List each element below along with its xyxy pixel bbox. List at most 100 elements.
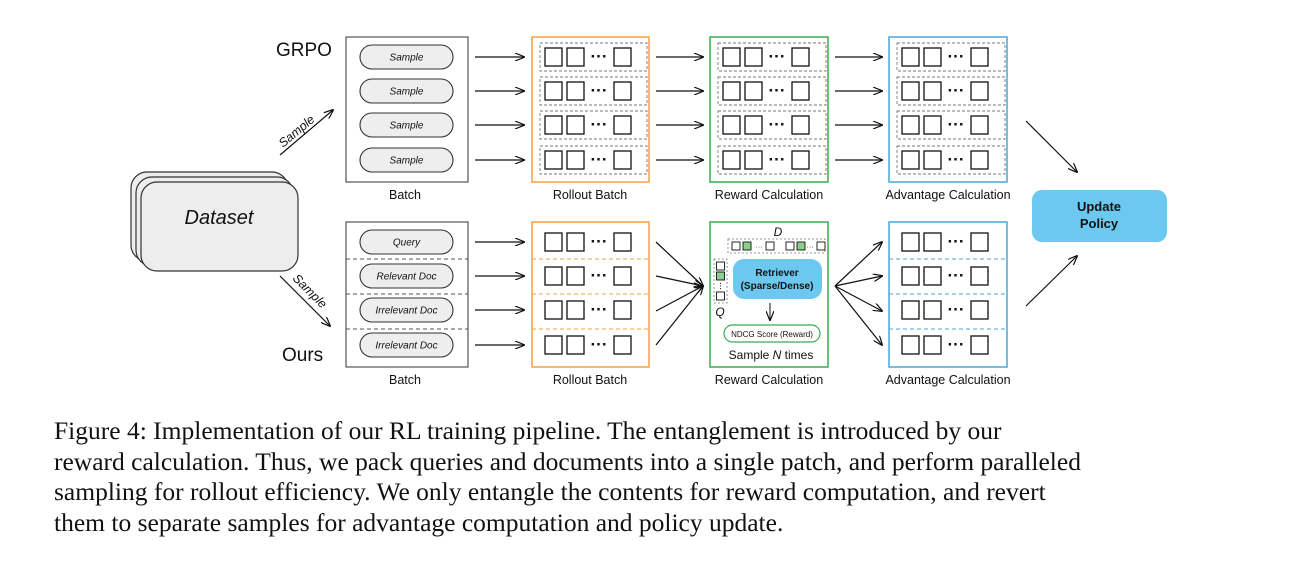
cell-square xyxy=(901,300,920,320)
cell-square xyxy=(970,81,989,101)
cell-row-border xyxy=(717,145,827,175)
cell-ellipsis: ··· xyxy=(948,81,965,100)
top-to-policy-arrow xyxy=(1025,120,1077,172)
d-ellipsis: ··· xyxy=(756,244,763,251)
top-advantage-label: Advantage Calculation xyxy=(885,188,1010,202)
bottom-advantage-cells: ············ xyxy=(901,232,989,355)
fan-in-arrow xyxy=(655,275,703,286)
retriever-line1: Retriever xyxy=(755,268,798,279)
cell-square xyxy=(744,115,763,135)
cell-square xyxy=(923,81,942,101)
cell-square xyxy=(923,335,942,355)
caption-line-1: Figure 4: Implementation of our RL train… xyxy=(54,416,1002,445)
dataset-label: Dataset xyxy=(185,207,255,229)
fan-out-arrow xyxy=(834,276,882,287)
fan-arrows xyxy=(655,241,882,346)
cell-square xyxy=(901,150,920,170)
update-policy-box xyxy=(1032,190,1167,242)
d-cell xyxy=(816,241,826,251)
cell-square xyxy=(970,150,989,170)
cell-square xyxy=(791,115,810,135)
cell-square xyxy=(901,81,920,101)
cell-square xyxy=(544,300,563,320)
cell-square xyxy=(791,81,810,101)
grpo-label: GRPO xyxy=(276,40,332,61)
cell-square xyxy=(923,232,942,252)
d-ellipsis: ··· xyxy=(807,244,814,251)
batch-pill-label: Sample xyxy=(390,121,424,132)
cell-square xyxy=(566,335,585,355)
cell-square xyxy=(566,47,585,67)
cell-square xyxy=(722,47,741,67)
cell-square xyxy=(566,81,585,101)
top-reward-label: Reward Calculation xyxy=(715,188,823,202)
cell-square xyxy=(544,335,563,355)
cell-ellipsis: ··· xyxy=(591,232,608,251)
update-policy-line1: Update xyxy=(1077,199,1121,214)
cell-ellipsis: ··· xyxy=(769,81,786,100)
cell-row-border xyxy=(896,42,1006,72)
cell-square xyxy=(970,266,989,286)
d-cell xyxy=(785,241,795,251)
cell-row-border xyxy=(539,145,648,175)
cell-ellipsis: ··· xyxy=(948,300,965,319)
cell-square xyxy=(613,300,632,320)
caption-line-4: them to separate samples for advantage c… xyxy=(54,507,784,537)
cell-ellipsis: ··· xyxy=(591,300,608,319)
cell-square xyxy=(613,335,632,355)
cell-square xyxy=(970,232,989,252)
retriever-line2: (Sparse/Dense) xyxy=(741,281,814,292)
cell-square xyxy=(566,300,585,320)
batch-pill-label: Query xyxy=(393,238,421,249)
cell-square xyxy=(613,47,632,67)
cell-row-border xyxy=(717,76,827,106)
q-cell xyxy=(716,261,725,271)
top-arrows xyxy=(475,57,882,160)
fan-out-arrow xyxy=(834,285,882,345)
cell-ellipsis: ··· xyxy=(948,335,965,354)
cell-square xyxy=(722,81,741,101)
sample-top-label: Sample xyxy=(276,112,318,150)
batch-pill xyxy=(359,44,454,70)
query-strip xyxy=(713,258,728,304)
cell-ellipsis: ··· xyxy=(591,266,608,285)
sample-arrow-bottom xyxy=(279,275,330,326)
fan-in-arrow xyxy=(655,241,703,286)
cell-square xyxy=(923,150,942,170)
cell-square xyxy=(791,150,810,170)
cell-square xyxy=(744,150,763,170)
cell-square xyxy=(901,266,920,286)
cell-ellipsis: ··· xyxy=(591,81,608,100)
batch-pill-label: Sample xyxy=(390,53,424,64)
fan-in-arrow xyxy=(655,286,703,312)
cell-square xyxy=(544,47,563,67)
bottom-batch-label: Batch xyxy=(389,373,421,387)
fan-in-arrow xyxy=(655,286,703,346)
cell-square xyxy=(970,115,989,135)
cell-ellipsis: ··· xyxy=(948,232,965,251)
pipeline-diagram: GRPO Ours Dataset Sample Sample SampleSa… xyxy=(130,36,1167,387)
top-batch-label: Batch xyxy=(389,188,421,202)
top-rollout-cells: ············ xyxy=(539,42,648,175)
cell-square xyxy=(923,266,942,286)
ndcg-pill xyxy=(723,324,821,343)
cell-ellipsis: ··· xyxy=(769,47,786,66)
d-label: D xyxy=(774,225,783,239)
cell-square xyxy=(566,115,585,135)
cell-square xyxy=(744,47,763,67)
cell-ellipsis: ··· xyxy=(948,150,965,169)
cell-ellipsis: ··· xyxy=(769,115,786,134)
cell-square xyxy=(613,115,632,135)
d-cell xyxy=(742,241,752,251)
cell-square xyxy=(923,300,942,320)
cell-row-border xyxy=(539,42,648,72)
cell-row-border xyxy=(539,76,648,106)
cell-row-border xyxy=(717,42,827,72)
cell-square xyxy=(722,150,741,170)
cell-square xyxy=(544,81,563,101)
cell-square xyxy=(923,47,942,67)
document-strip: ··· ··· xyxy=(727,238,826,254)
ndcg-label: NDCG Score (Reward) xyxy=(731,330,813,339)
